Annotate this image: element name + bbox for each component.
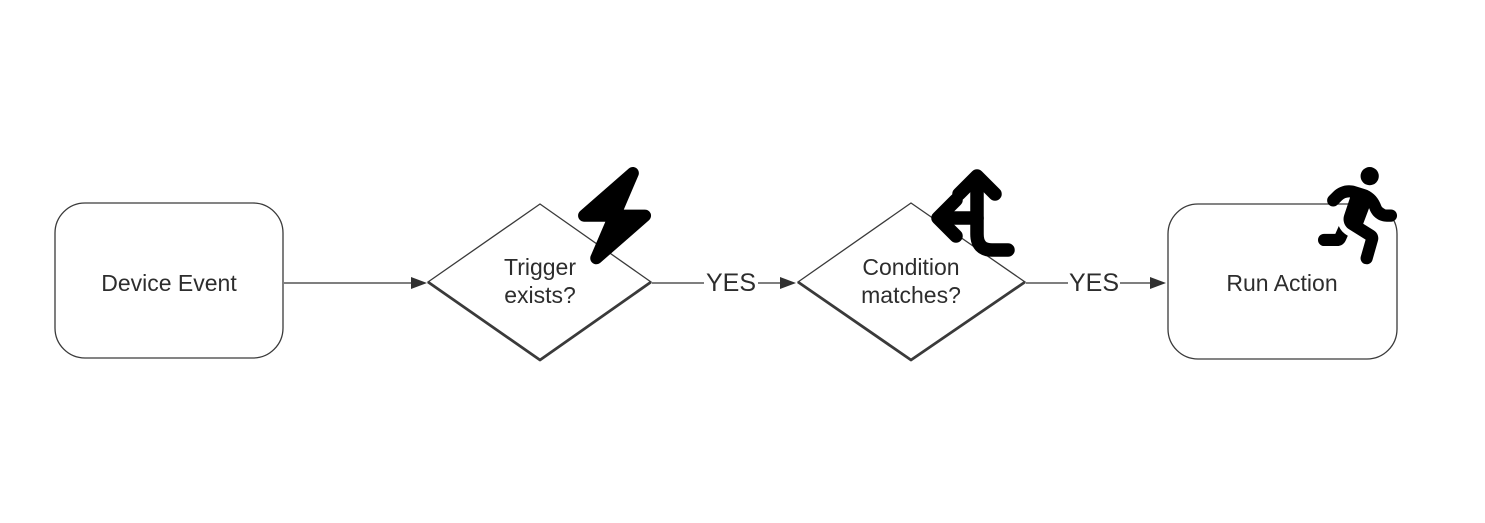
- device-event-label: Device Event: [101, 270, 237, 296]
- arrowhead-icon: [411, 277, 427, 289]
- edge-yes-label: YES: [1069, 269, 1119, 297]
- trigger-exists-shadow-edge: [427, 280, 652, 362]
- edge-event-to-trigger: [284, 277, 427, 289]
- person-running-icon: [1318, 167, 1398, 265]
- arrowhead-icon: [1150, 277, 1166, 289]
- split-directions-icon: [931, 169, 1015, 257]
- run-action-label: Run Action: [1226, 270, 1337, 296]
- edge-yes-label: YES: [706, 269, 756, 297]
- arrowhead-icon: [780, 277, 796, 289]
- trigger-exists-label-line1: Trigger: [504, 254, 576, 280]
- condition-matches-shadow-edge: [797, 280, 1026, 362]
- lightning-bolt-icon: [578, 166, 652, 265]
- node-device-event: Device Event: [54, 202, 284, 359]
- node-condition-matches: Condition matches?: [796, 169, 1027, 362]
- edge-condition-to-action: YES: [1026, 269, 1166, 297]
- condition-matches-label-line2: matches?: [861, 282, 961, 308]
- edge-trigger-to-condition: YES: [652, 269, 796, 297]
- node-run-action: Run Action: [1167, 167, 1398, 360]
- node-trigger-exists: Trigger exists?: [426, 166, 653, 362]
- trigger-exists-label-line2: exists?: [504, 282, 576, 308]
- device-event-shape: [54, 202, 284, 359]
- condition-matches-label-line1: Condition: [862, 254, 959, 280]
